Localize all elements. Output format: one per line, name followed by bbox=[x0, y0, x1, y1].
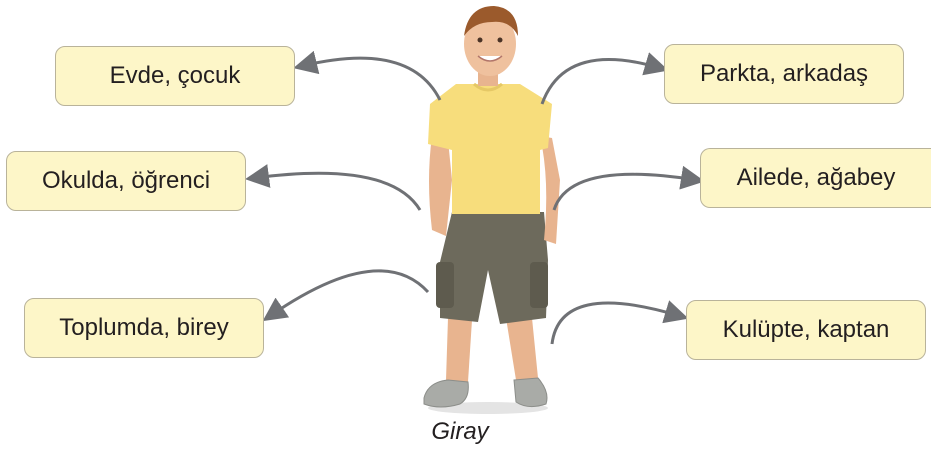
arrow-family bbox=[552, 165, 705, 211]
role-box-club: Kulüpte, kaptan bbox=[686, 300, 926, 360]
role-label-society: Toplumda, birey bbox=[59, 314, 229, 341]
arrow-school bbox=[245, 164, 422, 211]
role-box-society: Toplumda, birey bbox=[24, 298, 264, 358]
role-label-school: Okulda, öğrenci bbox=[41, 167, 211, 194]
role-label-family: Ailede, ağabey bbox=[736, 164, 896, 191]
arrow-society bbox=[262, 269, 430, 322]
role-label-park: Parkta, arkadaş bbox=[699, 60, 869, 87]
role-box-home: Evde, çocuk bbox=[55, 46, 295, 106]
arrow-home bbox=[293, 50, 442, 101]
arrow-club bbox=[550, 300, 689, 345]
arrow-park bbox=[540, 52, 669, 105]
role-box-family: Ailede, ağabey bbox=[700, 148, 931, 208]
role-box-park: Parkta, arkadaş bbox=[664, 44, 904, 104]
role-box-school: Okulda, öğrenci bbox=[6, 151, 246, 211]
person-name-caption: Giray bbox=[431, 418, 489, 445]
role-label-home: Evde, çocuk bbox=[109, 62, 241, 89]
role-label-club: Kulüpte, kaptan bbox=[722, 316, 890, 343]
